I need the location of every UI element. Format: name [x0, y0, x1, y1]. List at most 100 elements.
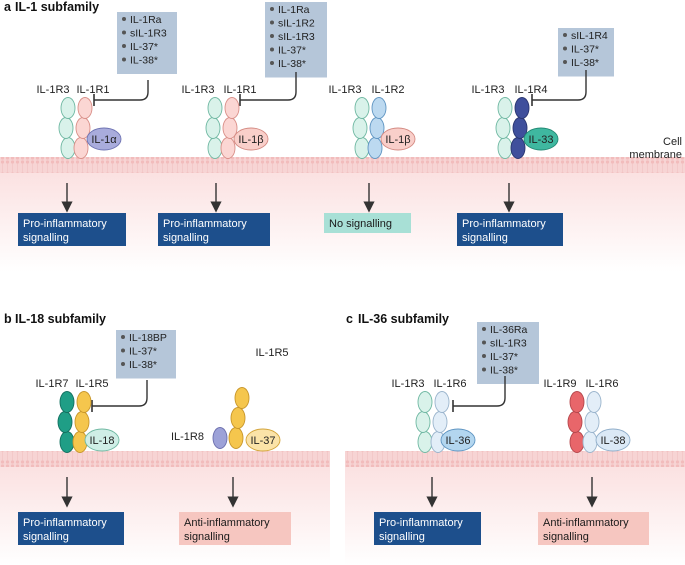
outcome-label: signalling [163, 232, 209, 244]
bullet-icon [121, 335, 125, 339]
outcome-box [374, 512, 481, 545]
outcome-label: Pro-inflammatory [23, 218, 107, 230]
receptor-label-right: IL-1R1 [223, 84, 256, 96]
inhibition-connector-a1 [93, 80, 149, 106]
ligand-a3 [380, 127, 416, 151]
receptor-label-right: IL-1R6 [585, 378, 618, 390]
bullet-icon [270, 7, 274, 11]
ligand-label: IL-37 [250, 435, 275, 447]
inhibitor-box-bg [117, 12, 177, 74]
receptor-domain-left [415, 411, 431, 433]
receptor-domain-right [234, 387, 250, 409]
inhibition-connector-b1 [91, 380, 148, 412]
outcome-label: Anti-inflammatory [184, 517, 270, 529]
receptor-domain-right [432, 411, 448, 433]
receptor-domain-right [73, 137, 89, 159]
receptor-domain-left [569, 391, 585, 413]
inhibitor-box-bg [477, 322, 539, 384]
inhibition-connector-c1 [452, 376, 506, 412]
panel-b-title: IL-18 subfamily [15, 312, 106, 326]
receptor-domain-right [230, 407, 246, 429]
inhibitor-item: IL-38* [278, 58, 306, 70]
receptor-domain-left [569, 431, 585, 453]
inhibitor-box-bg [558, 28, 614, 77]
ligand-label: IL-1β [385, 134, 410, 146]
bullet-icon [482, 340, 486, 345]
inhibitor-item: sIL-1R3 [490, 338, 527, 350]
panel-a-letter: a [4, 0, 12, 14]
panel-b-letter: b [4, 312, 12, 326]
bullet-icon [563, 46, 567, 51]
bullet-icon [122, 30, 126, 35]
bullet-icon [122, 57, 126, 62]
receptor-domain-left [567, 411, 583, 433]
receptor-domain-left [59, 431, 75, 453]
ligand-a2 [233, 127, 269, 151]
receptor-domain-left [497, 137, 513, 159]
receptor-domain-right [228, 427, 244, 449]
outcome-box [538, 512, 649, 545]
bullet-icon [270, 61, 274, 65]
outcome-box [179, 512, 291, 545]
receptor-label-left: IL-1R3 [181, 84, 214, 96]
receptor-domain-right [584, 411, 600, 433]
receptor-domain-left [59, 391, 75, 413]
bullet-icon [270, 20, 274, 25]
inhibitor-item: IL-36Ra [490, 324, 528, 336]
outcome-label: Pro-inflammatory [379, 517, 463, 529]
receptor-label-left: IL-1R3 [36, 84, 69, 96]
receptor-domain-right [371, 97, 387, 119]
outcome-a3: No signalling [324, 183, 411, 233]
cell-membrane [0, 157, 685, 173]
ligand-c1 [440, 428, 476, 452]
ligand-b2 [245, 428, 281, 452]
receptor-label-right: IL-1R1 [76, 84, 109, 96]
receptor-domain-left [57, 411, 73, 433]
membrane-label-line1: Cell [663, 136, 682, 148]
inhibitor-item: sIL-1R2 [278, 18, 315, 30]
bullet-icon [270, 34, 274, 38]
inhibitor-item: IL-37* [278, 45, 306, 57]
inhibitor-item: IL-38* [130, 55, 158, 67]
bullet-icon [563, 60, 567, 64]
receptor-label-right: IL-1R5 [75, 378, 108, 390]
outcome-label: signalling [23, 531, 69, 543]
ligand-label: IL-38 [600, 435, 625, 447]
receptor-domain-right [76, 391, 92, 413]
bullet-icon [482, 327, 486, 331]
receptor-domain-right [434, 391, 450, 413]
bullet-icon [122, 44, 126, 48]
ligand-a4 [523, 127, 559, 151]
inhibitor-item: IL-37* [490, 351, 518, 363]
receptor-complex-b1: IL-18 IL-1R7 IL-1R5 [35, 378, 120, 453]
inhibition-connector-a2 [239, 72, 297, 106]
panel-c-background [345, 451, 685, 565]
inhibitor-item: IL-37* [129, 346, 157, 358]
ligand-label: IL-18 [89, 435, 114, 447]
receptor-label-left: IL-1R7 [35, 378, 68, 390]
outcome-label: signalling [462, 232, 508, 244]
bullet-icon [121, 348, 125, 353]
ligand-b1 [84, 428, 120, 452]
cell-membrane [0, 451, 330, 467]
ligand-label: IL-33 [528, 134, 553, 146]
inhibitor-item: sIL-1R4 [571, 30, 608, 42]
inhibitor-item: IL-18BP [129, 332, 167, 344]
receptor-domain-left [354, 137, 370, 159]
outcome-box [18, 512, 124, 545]
inhibitor-box-bg [265, 2, 327, 78]
outcome-label: Anti-inflammatory [543, 517, 629, 529]
inhibition-connector-a4 [531, 70, 587, 106]
inhibitor-item: IL-38* [490, 365, 518, 377]
